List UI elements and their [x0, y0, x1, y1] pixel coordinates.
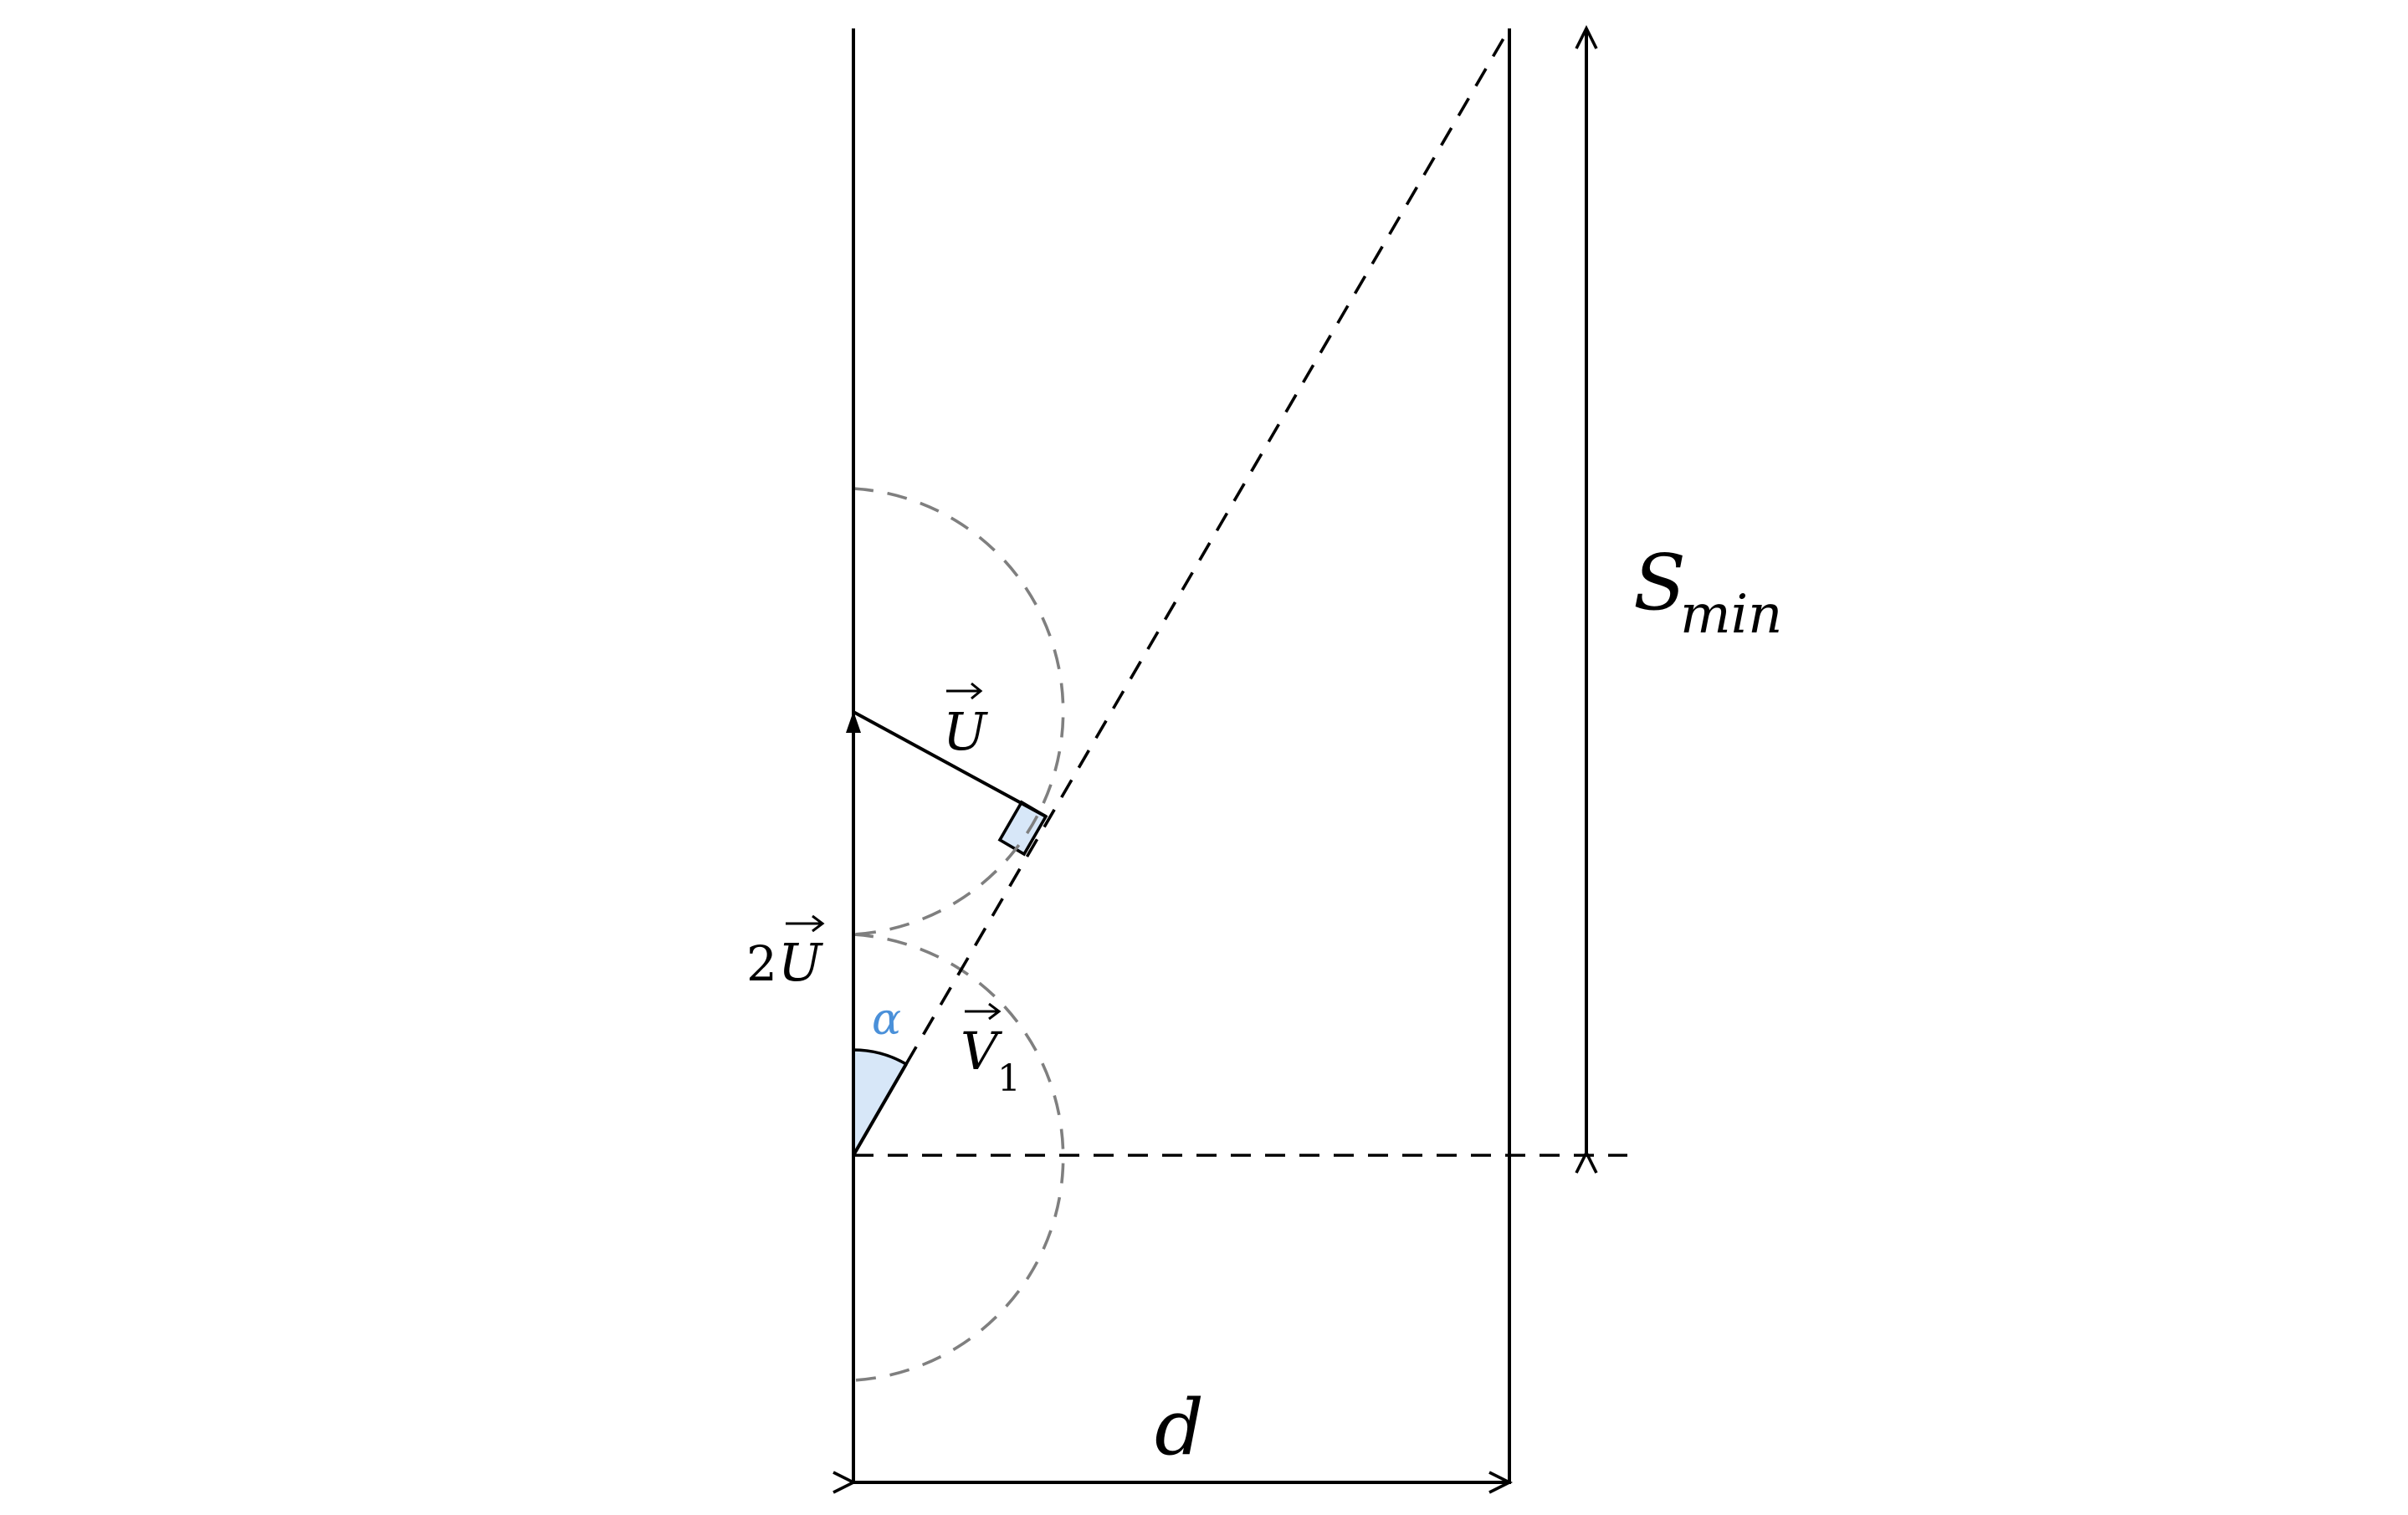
right-angle-marker	[997, 800, 1048, 857]
s-min-subscript-text: min	[1680, 584, 1782, 646]
alpha-label: α	[872, 995, 901, 1045]
two-u-overarrow-icon	[786, 914, 825, 933]
two-u-label: 2 U	[746, 914, 825, 993]
two-u-label-text: U	[778, 932, 823, 993]
v1-label: V 1	[961, 1002, 1021, 1100]
u-overarrow-icon	[946, 682, 983, 700]
u-label-text: U	[943, 701, 988, 762]
d-label: d	[1155, 1383, 1204, 1472]
upper-dashed-semicircle	[853, 487, 1065, 936]
v1-solid-segment	[852, 1062, 908, 1157]
u-vector-label: U	[943, 682, 988, 762]
s-min-label: S min	[1633, 538, 1782, 646]
s-min-main-text: S	[1633, 538, 1686, 627]
v1-overarrow-icon	[965, 1002, 1002, 1021]
two-u-coef-text: 2	[746, 935, 777, 992]
v1-subscript-text: 1	[997, 1057, 1021, 1100]
v1-label-text: V	[961, 1021, 1003, 1082]
lower-dashed-semicircle	[853, 933, 1065, 1382]
u-vector-line	[853, 710, 1047, 818]
trajectory-dashed-line	[904, 28, 1511, 1065]
